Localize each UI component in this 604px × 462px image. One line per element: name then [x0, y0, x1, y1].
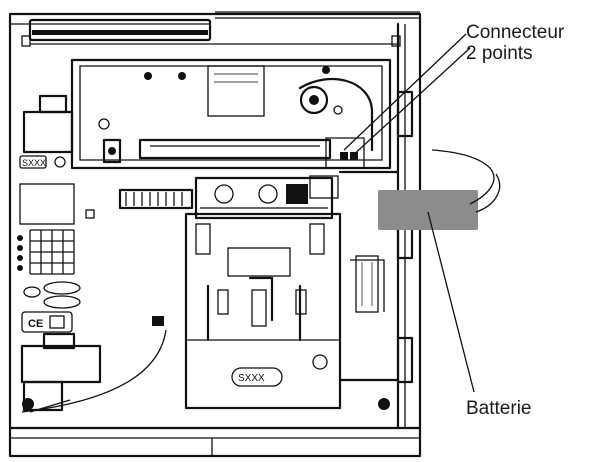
keypad-grid	[29, 229, 75, 275]
model-tag-bottom: SXXX	[238, 373, 265, 384]
battery-housing: SXXX	[184, 212, 342, 410]
connector-label-line1: Connecteur	[466, 22, 565, 43]
main-circuit-board	[70, 58, 392, 170]
callout-leaders	[343, 33, 475, 393]
model-tag-top: SXXX	[22, 158, 46, 168]
top-rail	[21, 18, 401, 47]
ce-mark: CE	[28, 318, 43, 330]
connector-label: Connecteur 2 points	[466, 22, 564, 64]
ce-plate: CE	[21, 311, 73, 333]
battery-pack	[378, 149, 501, 230]
right-bracket	[338, 90, 414, 410]
connector-block	[118, 175, 339, 220]
battery-label: Batterie	[466, 398, 532, 419]
bottom-left-module	[20, 332, 102, 413]
indicator-dots	[17, 235, 81, 309]
connector-label-line2: 2 points	[466, 43, 533, 64]
coiled-cable	[21, 224, 244, 413]
left-components: SXXX	[19, 94, 95, 225]
